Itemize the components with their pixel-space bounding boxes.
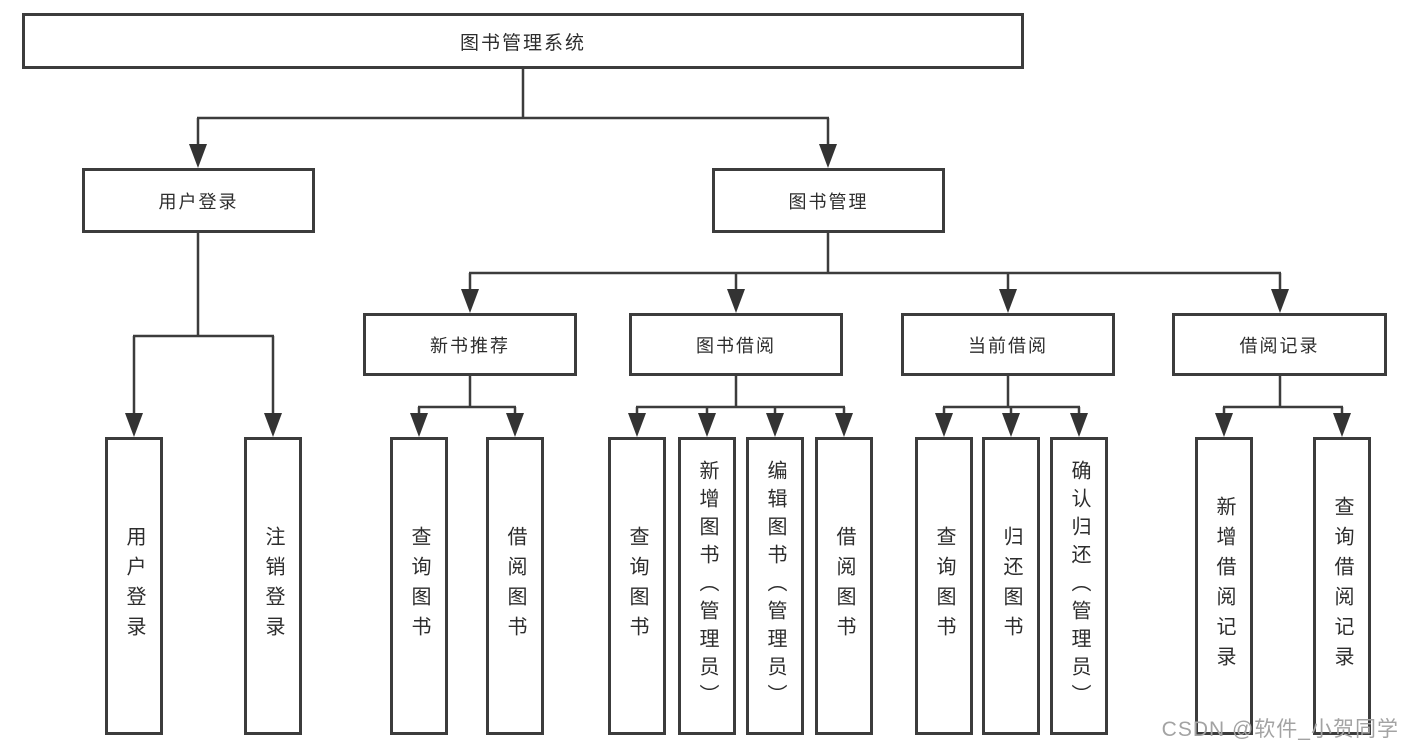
node-book-management: 图书管理	[712, 168, 945, 233]
node-current-borrowing: 当前借阅	[901, 313, 1115, 376]
leaf-borrow-books-borrowing: 借阅图书	[815, 437, 873, 735]
leaf-borrow-books-borrowing-label: 借阅图书	[833, 526, 855, 646]
leaf-edit-book-admin: 编辑图书（管理员）	[746, 437, 804, 735]
leaf-user-login-label: 用户登录	[123, 526, 145, 646]
leaf-logout: 注销登录	[244, 437, 302, 735]
leaf-query-books-current-label: 查询图书	[933, 526, 955, 646]
node-borrowing-records: 借阅记录	[1172, 313, 1387, 376]
leaf-add-borrow-record: 新增借阅记录	[1195, 437, 1253, 735]
connector-root-to-level2	[189, 69, 837, 168]
leaf-edit-book-admin-label: 编辑图书（管理员）	[764, 460, 786, 712]
node-current-borrowing-label: 当前借阅	[968, 335, 1048, 356]
connector-management-to-level3	[461, 233, 1289, 313]
watermark-text: CSDN @软件_小贺同学	[1161, 718, 1399, 741]
node-new-book-recommend: 新书推荐	[363, 313, 577, 376]
node-book-borrowing-label: 图书借阅	[696, 335, 776, 356]
leaf-logout-label: 注销登录	[262, 526, 284, 646]
leaf-add-book-admin-label: 新增图书（管理员）	[696, 460, 718, 712]
node-user-login: 用户登录	[82, 168, 315, 233]
leaf-confirm-return-admin-label: 确认归还（管理员）	[1068, 460, 1090, 712]
connector-login-to-children	[125, 233, 282, 437]
connector-current-to-children	[935, 376, 1088, 437]
leaf-query-books-current: 查询图书	[915, 437, 973, 735]
leaf-query-books-borrowing-label: 查询图书	[626, 526, 648, 646]
leaf-query-borrow-record-label: 查询借阅记录	[1331, 496, 1353, 676]
node-borrowing-records-label: 借阅记录	[1239, 335, 1320, 356]
node-root-label: 图书管理系统	[459, 32, 586, 54]
connector-records-to-children	[1215, 376, 1351, 437]
leaf-return-books-label: 归还图书	[1000, 526, 1022, 646]
leaf-query-books-recommend: 查询图书	[390, 437, 448, 735]
leaf-confirm-return-admin: 确认归还（管理员）	[1050, 437, 1108, 735]
connector-recommend-to-children	[410, 376, 524, 437]
node-user-login-label: 用户登录	[158, 191, 239, 212]
leaf-borrow-books-recommend-label: 借阅图书	[504, 526, 526, 646]
node-book-borrowing: 图书借阅	[629, 313, 843, 376]
leaf-add-borrow-record-label: 新增借阅记录	[1213, 496, 1235, 676]
leaf-return-books: 归还图书	[982, 437, 1040, 735]
leaf-query-books-borrowing: 查询图书	[608, 437, 666, 735]
leaf-add-book-admin: 新增图书（管理员）	[678, 437, 736, 735]
leaf-user-login: 用户登录	[105, 437, 163, 735]
connector-borrowing-to-children	[628, 376, 853, 437]
node-new-book-recommend-label: 新书推荐	[430, 335, 510, 356]
leaf-query-books-recommend-label: 查询图书	[408, 526, 430, 646]
node-root: 图书管理系统	[22, 13, 1024, 69]
leaf-borrow-books-recommend: 借阅图书	[486, 437, 544, 735]
leaf-query-borrow-record: 查询借阅记录	[1313, 437, 1371, 735]
node-book-management-label: 图书管理	[788, 191, 869, 212]
